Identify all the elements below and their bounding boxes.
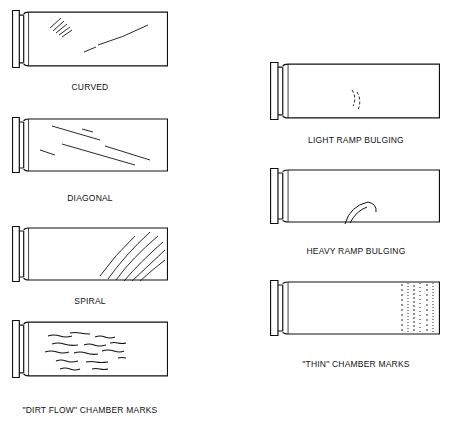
cartridge-case	[271, 281, 440, 336]
heavy-bulge-mark	[345, 202, 376, 224]
curved-marks	[50, 18, 148, 52]
cartridge-case	[12, 321, 167, 378]
thin-chamber-marks	[402, 283, 433, 334]
caption-label: CURVED	[72, 83, 109, 92]
cartridge-case	[12, 227, 167, 282]
caption-label: SPIRAL	[74, 297, 105, 306]
cartridge-case	[271, 169, 440, 224]
cartridge-case	[271, 63, 440, 120]
cartridge-case	[12, 118, 167, 173]
caption-label: "DIRT FLOW" CHAMBER MARKS	[23, 406, 158, 415]
caption-label: DIAGONAL	[67, 194, 113, 203]
diagonal-marks	[40, 126, 150, 165]
cartridge-case	[12, 11, 167, 68]
caption-label: LIGHT RAMP BULGING	[308, 136, 404, 145]
spiral-marks	[100, 232, 165, 281]
caption-label: HEAVY RAMP BULGING	[306, 247, 405, 256]
light-bulge-mark	[352, 90, 360, 110]
caption-label: "THIN" CHAMBER MARKS	[302, 360, 409, 369]
dirt-flow-marks	[45, 333, 126, 371]
